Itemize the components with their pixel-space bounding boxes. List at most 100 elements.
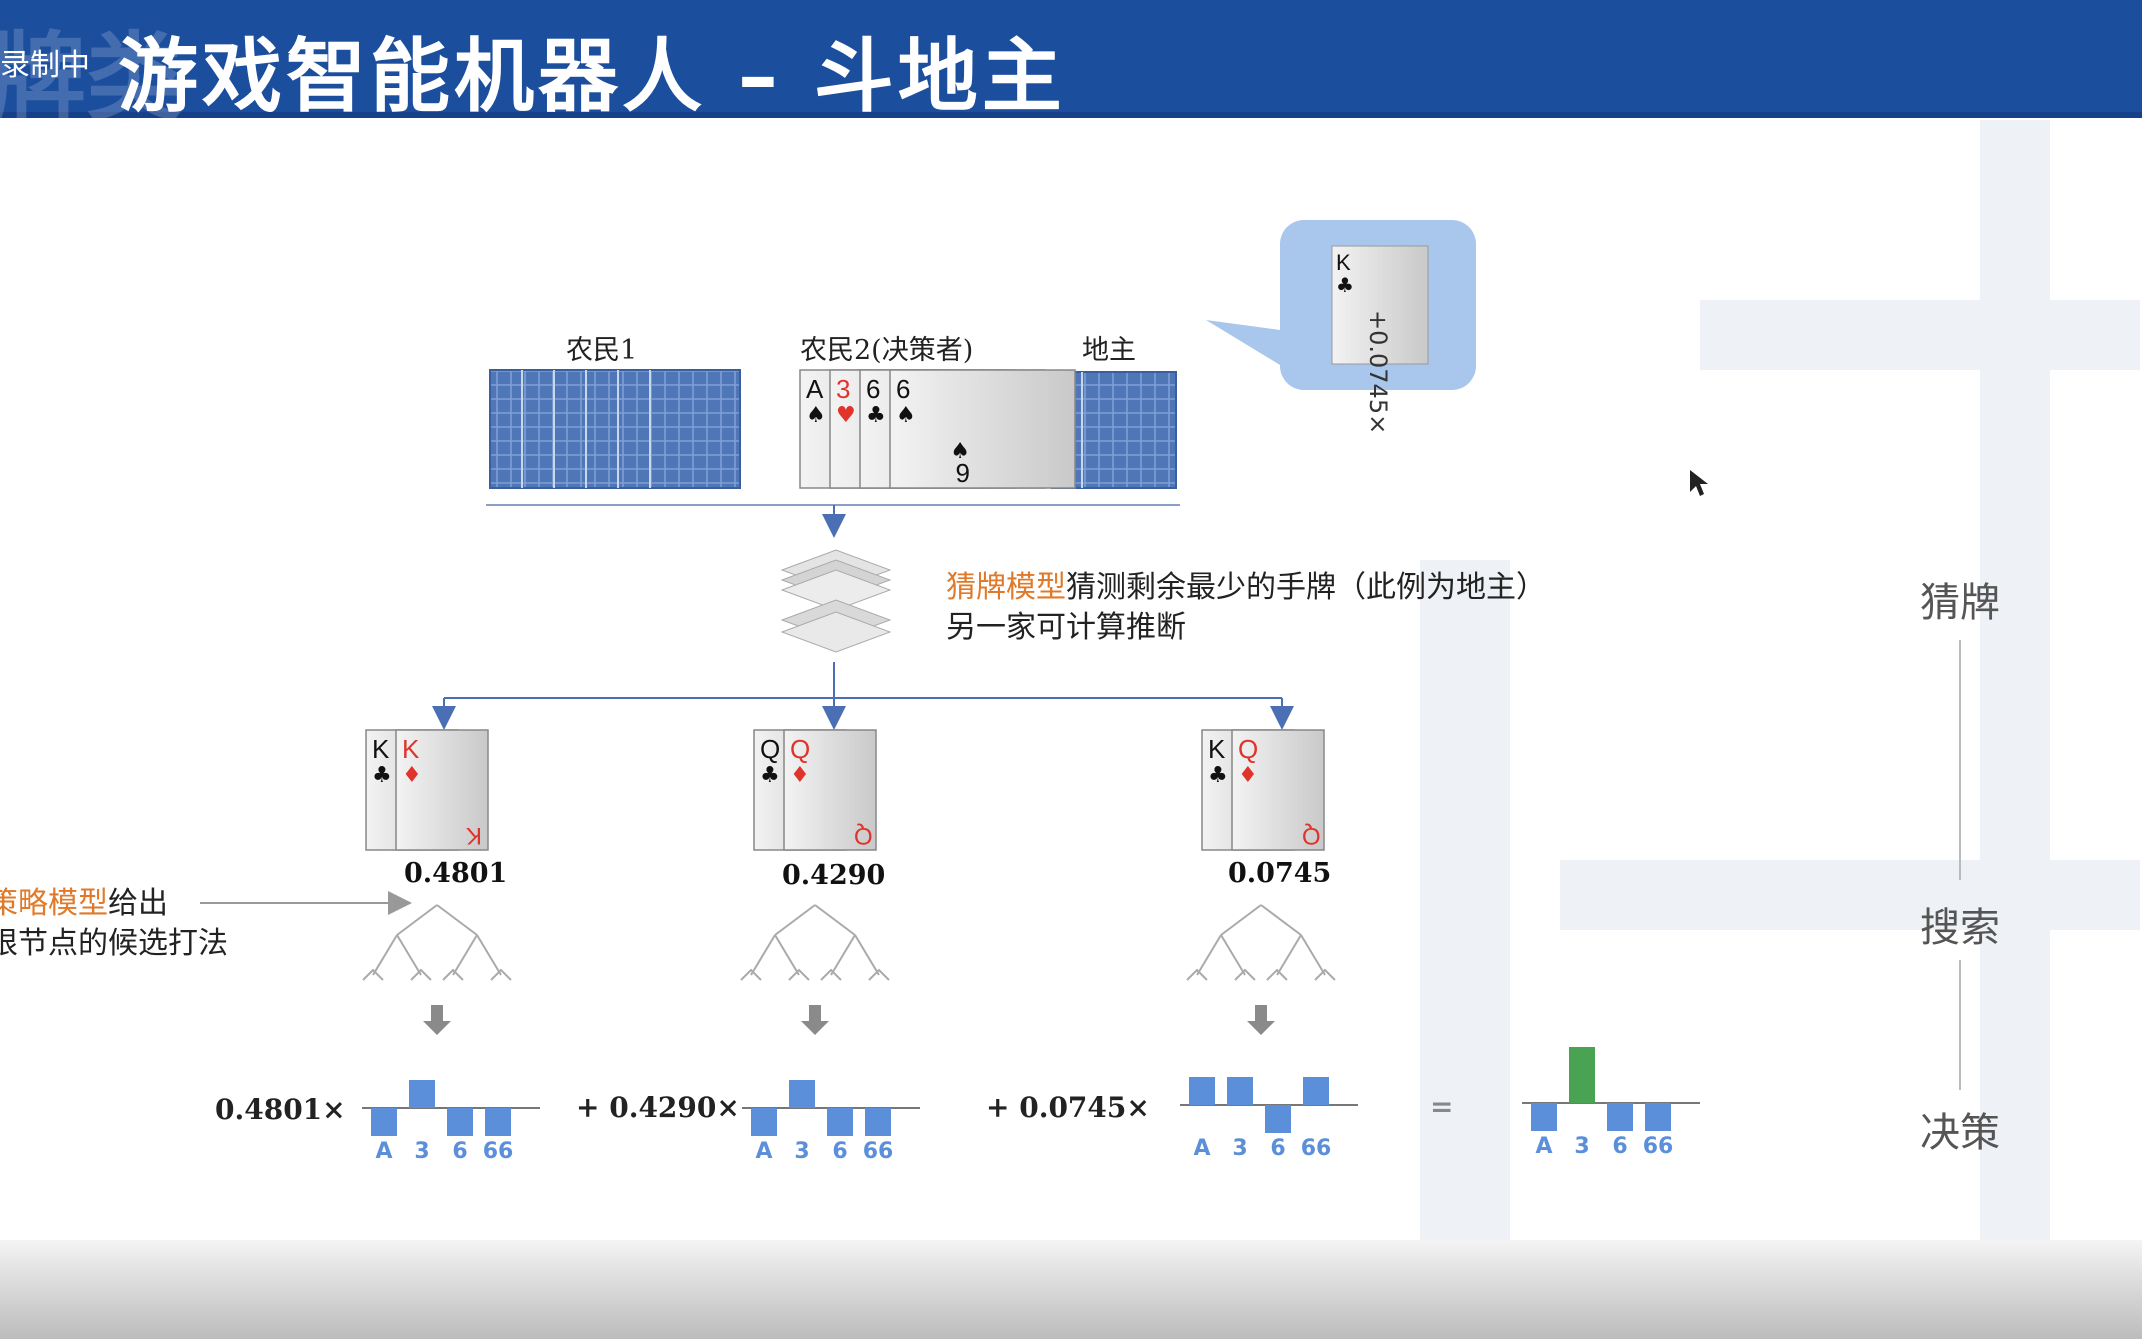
branch-prob-3: 0.0745 bbox=[1228, 858, 1332, 889]
guess-model-note: 猜牌模型猜测剩余最少的手牌（此例为地主） 另一家可计算推断 bbox=[946, 568, 1546, 648]
card-suit: ♦ bbox=[1238, 763, 1258, 788]
policy-model-note: 策略模型给出 根节点的候选打法 bbox=[0, 884, 228, 964]
bar bbox=[1227, 1077, 1253, 1105]
guess-model-term: 猜牌模型 bbox=[946, 570, 1066, 605]
card-rank: 6 bbox=[866, 374, 880, 404]
tick-label: 66 bbox=[483, 1139, 514, 1164]
tick-label: A bbox=[1535, 1134, 1552, 1159]
card-suit: ♣ bbox=[1208, 763, 1228, 788]
guess-model-stack-icon bbox=[780, 549, 892, 653]
grey-down-arrow-icon bbox=[423, 1005, 451, 1035]
coef-2: + 0.4290× bbox=[576, 1091, 740, 1124]
card-face bbox=[1231, 729, 1325, 851]
tick-label: 3 bbox=[794, 1139, 809, 1164]
card-rank: K bbox=[372, 734, 390, 764]
card-bottom-rank: K bbox=[466, 822, 482, 849]
tick-label: 3 bbox=[414, 1139, 429, 1164]
grey-down-arrows bbox=[423, 1005, 1275, 1035]
bar bbox=[409, 1080, 435, 1108]
bar bbox=[1189, 1077, 1215, 1105]
tick-label: 66 bbox=[1301, 1136, 1332, 1161]
bg-decoration bbox=[1560, 860, 2140, 930]
equals-sign: = bbox=[1430, 1090, 1454, 1123]
grey-down-arrow-icon bbox=[1247, 1005, 1275, 1035]
branch-prob-1: 0.4801 bbox=[404, 858, 508, 889]
card-suit: ♠ bbox=[806, 403, 826, 428]
recording-label: 录制中 bbox=[0, 48, 90, 83]
bar bbox=[789, 1080, 815, 1108]
bar bbox=[447, 1108, 473, 1136]
card-suit: ♣ bbox=[372, 763, 392, 788]
card-suit: ♠ bbox=[896, 403, 916, 428]
card-bottom-rank: Q bbox=[854, 822, 873, 849]
tick-label: 6 bbox=[452, 1139, 467, 1164]
bubble-text: +0.0745× bbox=[1364, 310, 1392, 434]
bar bbox=[1303, 1077, 1329, 1105]
tick-label: 66 bbox=[1643, 1134, 1674, 1159]
policy-model-term: 策略模型 bbox=[0, 886, 108, 921]
tick-label: 6 bbox=[1270, 1136, 1285, 1161]
card-suit: ♦ bbox=[790, 763, 810, 788]
grey-down-arrow-icon bbox=[801, 1005, 829, 1035]
farmer1-card-backs bbox=[489, 369, 741, 489]
landlord-label: 地主 bbox=[1082, 335, 1136, 366]
card-rank: Q bbox=[1238, 734, 1258, 764]
bottom-gradient bbox=[0, 1240, 2142, 1339]
page-title: 游戏智能机器人 – 斗地主 bbox=[118, 30, 1066, 123]
title-bg-text: 牌类 bbox=[0, 22, 182, 134]
farmer2-label: 农民2(决策者) bbox=[800, 335, 974, 366]
tick-label: 6 bbox=[1612, 1134, 1627, 1159]
card-rank: Q bbox=[790, 734, 810, 764]
title-bar: 牌类 录制中 游戏智能机器人 – 斗地主 bbox=[0, 0, 2142, 134]
bar bbox=[1569, 1047, 1595, 1103]
bar bbox=[827, 1108, 853, 1136]
card-rank: 3 bbox=[836, 374, 850, 404]
bar bbox=[485, 1108, 511, 1136]
search-tree-icon bbox=[1186, 904, 1336, 981]
tick-label: 6 bbox=[832, 1139, 847, 1164]
card-suit: ♣ bbox=[866, 403, 886, 428]
branch-card: K♦ bbox=[395, 729, 489, 851]
farmer2-hand: A♠3♥6♣6♠9♠ bbox=[799, 369, 1076, 489]
card-suit: ♣ bbox=[760, 763, 780, 788]
policy-note-line2: 根节点的候选打法 bbox=[0, 926, 228, 961]
tick-label: A bbox=[1193, 1136, 1210, 1161]
card-rank: K bbox=[402, 734, 420, 764]
search-trees bbox=[362, 904, 1336, 981]
bar bbox=[1531, 1103, 1557, 1131]
search-tree-icon bbox=[740, 904, 890, 981]
farmer1-label: 农民1 bbox=[566, 335, 638, 366]
branch-prob-2: 0.4290 bbox=[782, 860, 886, 891]
card-rank: A bbox=[806, 374, 824, 404]
bar bbox=[1265, 1105, 1291, 1133]
card-suit: ♥ bbox=[836, 403, 856, 428]
bubble-card-rank: K bbox=[1336, 250, 1351, 275]
speech-bubble bbox=[1206, 220, 1476, 390]
tick-label: A bbox=[755, 1139, 772, 1164]
card-suit: ♦ bbox=[402, 763, 422, 788]
tick-label: 66 bbox=[863, 1139, 894, 1164]
farmer2-card: 6♠ bbox=[889, 369, 1076, 489]
mouse-cursor-icon bbox=[1690, 470, 1708, 496]
card-face bbox=[889, 369, 1076, 489]
card-bottom-rank: 9 bbox=[956, 458, 970, 488]
guess-note-line2: 另一家可计算推断 bbox=[946, 610, 1186, 645]
policy-note-line1: 给出 bbox=[108, 886, 168, 921]
tick-label: A bbox=[375, 1139, 392, 1164]
search-tree-icon bbox=[362, 904, 512, 981]
branch-cards: K♣K♦KQ♣Q♦QK♣Q♦Q bbox=[365, 729, 1325, 851]
bg-decoration bbox=[1700, 300, 2140, 370]
bubble-card-suit: ♣ bbox=[1336, 273, 1354, 297]
bar bbox=[751, 1108, 777, 1136]
branch-card: Q♦ bbox=[783, 729, 877, 851]
card-face bbox=[783, 729, 877, 851]
bg-decoration bbox=[1420, 560, 1510, 1240]
card-rank: Q bbox=[760, 734, 780, 764]
card-bottom-rank: Q bbox=[1302, 822, 1321, 849]
